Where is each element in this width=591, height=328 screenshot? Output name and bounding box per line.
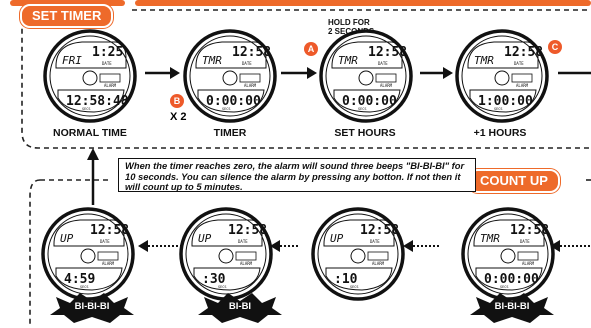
bi-bi-bi-burst-right: BI-BI-BI — [470, 293, 554, 323]
watch-mode: FRI — [62, 54, 82, 67]
burst-shape — [198, 293, 282, 323]
secs-label: SECS — [218, 285, 226, 289]
alarm-label: ALARM — [240, 261, 253, 266]
alarm-label: ALARM — [104, 83, 117, 88]
secs-label: SECS — [80, 285, 88, 289]
caption-normal-time: NORMAL TIME — [53, 127, 127, 139]
watch-mode: TMR — [474, 54, 494, 67]
flow-arrows-top — [145, 67, 591, 79]
burst-label: BI-BI — [228, 301, 252, 312]
alarm-label: ALARM — [372, 261, 385, 266]
burst-shape — [470, 293, 554, 323]
watch-main-display: 0:00:00 — [484, 272, 539, 287]
header-bar-top-right — [135, 0, 591, 6]
header-bar-top — [10, 0, 125, 6]
press-count: X 2 — [170, 111, 187, 123]
date-label: DATE — [238, 239, 248, 244]
secs-label: SECS — [358, 107, 366, 111]
watch-main-display: 4:59 — [64, 272, 95, 287]
watch-time: 1:25 — [92, 45, 123, 60]
date-label: DATE — [514, 61, 524, 66]
date-label: DATE — [370, 239, 380, 244]
date-label: DATE — [242, 61, 252, 66]
bi-bi-burst: BI-BI — [198, 293, 282, 323]
watch-time: 12:58 — [90, 223, 129, 238]
alarm-label: ALARM — [102, 261, 115, 266]
caption-set-hours: SET HOURS — [334, 127, 396, 139]
alarm-label: ALARM — [244, 83, 257, 88]
watch-main-display: 12:58:48 — [66, 94, 129, 109]
watch-time: 12:58 — [360, 223, 399, 238]
button-a-badge: A — [304, 42, 318, 56]
caption-plus-one-hours: +1 HOURS — [473, 127, 527, 139]
count-up-header: COUNT UP — [468, 169, 560, 193]
watch-mode: UP — [330, 232, 344, 245]
watch-time: 12:58 — [228, 223, 267, 238]
alarm-label: ALARM — [380, 83, 393, 88]
date-label: DATE — [520, 239, 530, 244]
watch-mode: UP — [60, 232, 74, 245]
date-label: DATE — [378, 61, 388, 66]
watch-main-display: 1:00:00 — [478, 94, 533, 109]
alarm-note: When the timer reaches zero, the alarm w… — [118, 158, 476, 192]
secs-label: SECS — [350, 285, 358, 289]
watch-time: 12:58 — [232, 45, 271, 60]
secs-label: SECS — [494, 107, 502, 111]
date-label: DATE — [100, 239, 110, 244]
watch-time: 12:58 — [368, 45, 407, 60]
watch-main-display: 0:00:00 — [206, 94, 261, 109]
alarm-label: ALARM — [522, 261, 535, 266]
watch-time: 12:58 — [504, 45, 543, 60]
date-label: DATE — [102, 61, 112, 66]
secs-label: SECS — [82, 107, 90, 111]
button-c-badge: C — [548, 40, 562, 54]
set-timer-header: SET TIMER — [20, 4, 114, 28]
secs-label: SECS — [222, 107, 230, 111]
burst-label: BI-BI-BI — [494, 301, 530, 312]
watch-main-display: :30 — [202, 272, 226, 287]
watch-time: 12:58 — [510, 223, 549, 238]
watch-mode: TMR — [202, 54, 222, 67]
watch-main-display: 0:00:00 — [342, 94, 397, 109]
watch-mode: TMR — [480, 232, 500, 245]
bi-bi-bi-burst-left: BI-BI-BI — [50, 293, 134, 323]
burst-shape — [50, 293, 134, 323]
watch-mode: TMR — [338, 54, 358, 67]
up-arrow — [87, 148, 99, 205]
burst-label: BI-BI-BI — [74, 301, 110, 312]
alarm-label: ALARM — [516, 83, 529, 88]
secs-label: SECS — [500, 285, 508, 289]
watch-mode: UP — [198, 232, 212, 245]
watch-main-display: :10 — [334, 272, 358, 287]
caption-timer: TIMER — [213, 127, 247, 139]
button-b-badge: B — [170, 94, 184, 108]
